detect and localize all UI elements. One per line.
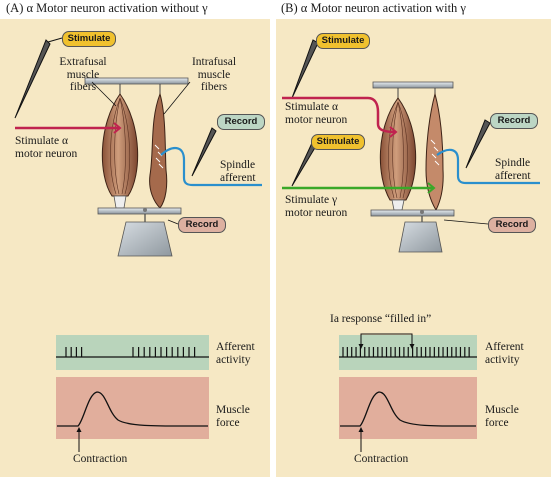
stimulate-badge-a[interactable]: Stimulate xyxy=(62,31,116,47)
spindle-afferent-label-b: Spindle afferent xyxy=(495,157,531,182)
force-curve-b xyxy=(340,391,477,427)
record-badge-b-top[interactable]: Record xyxy=(490,113,538,129)
record-badge-a-bottom[interactable]: Record xyxy=(178,217,226,233)
ia-response-label: Ia response “filled in” xyxy=(330,313,432,325)
stimulating-electrode-b-top xyxy=(291,39,319,99)
spindle-afferent-b xyxy=(436,148,540,185)
extrafusal-label: Extrafusal muscle fibers xyxy=(59,56,107,93)
force-trace-a xyxy=(56,377,209,439)
bottom-bar-a xyxy=(97,207,182,215)
intrafusal-fiber-a xyxy=(149,92,168,209)
panel-b-title: (B) α Motor neuron activation with γ xyxy=(281,1,466,15)
bottom-bar-b xyxy=(370,209,455,217)
spikes-a xyxy=(65,347,196,357)
alpha-axon-b xyxy=(282,96,397,134)
weight-a xyxy=(117,221,173,257)
panel-a-title: (A) α Motor neuron activation without γ xyxy=(6,1,208,15)
contraction-label-a: Contraction xyxy=(73,453,128,465)
stim-alpha-label-b: Stimulate α motor neuron xyxy=(285,101,348,126)
force-curve-a xyxy=(57,391,209,427)
weight-b xyxy=(398,221,443,253)
spindle-afferent-a xyxy=(160,147,262,187)
recording-electrode-a-top xyxy=(191,127,217,177)
stimulating-electrode-b-mid xyxy=(291,142,317,187)
ia-bracket xyxy=(358,333,415,349)
stim-gamma-label-b: Stimulate γ motor neuron xyxy=(285,194,348,219)
top-bar-b xyxy=(372,81,454,89)
afferent-activity-label-a: Afferent activity xyxy=(216,341,255,366)
record-badge-b-bottom[interactable]: Record xyxy=(488,217,536,233)
stimulating-electrode-a xyxy=(14,39,51,119)
panel-b-apparatus xyxy=(282,39,540,253)
force-trace-b xyxy=(339,377,477,439)
panel-a-apparatus xyxy=(14,37,262,257)
muscle-force-label-b: Muscle force xyxy=(485,404,519,429)
spindle-afferent-label-a: Spindle afferent xyxy=(220,159,256,184)
afferent-activity-label-b: Afferent activity xyxy=(485,341,524,366)
stimulate-badge-b-mid[interactable]: Stimulate xyxy=(311,134,365,150)
recording-electrode-b-top xyxy=(465,119,491,169)
extrafusal-muscle-a xyxy=(101,93,139,197)
extrafusal-muscle-b xyxy=(379,97,417,201)
stim-alpha-label-a: Stimulate α motor neuron xyxy=(15,135,78,160)
contraction-label-b: Contraction xyxy=(354,453,409,465)
intrafusal-label: Intrafusal muscle fibers xyxy=(191,56,237,93)
stimulate-badge-b-top[interactable]: Stimulate xyxy=(316,33,370,49)
top-bar-a xyxy=(84,77,189,85)
record-badge-a-top[interactable]: Record xyxy=(217,114,265,130)
spikes-b xyxy=(342,347,470,357)
muscle-force-label-a: Muscle force xyxy=(216,404,250,429)
